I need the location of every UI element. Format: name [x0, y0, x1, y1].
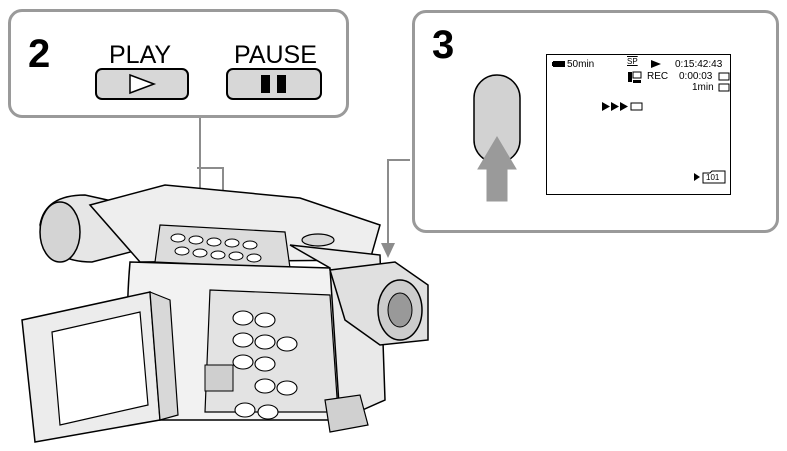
tape-mode: SP: [627, 57, 638, 66]
rec-mode-icon: [628, 71, 642, 83]
play-status-icon: [651, 60, 661, 68]
step-2-number: 2: [28, 32, 51, 76]
pause-label: PAUSE: [234, 41, 317, 69]
press-arrow-icon: [477, 136, 517, 202]
tape-icon-2: [718, 83, 730, 92]
lcd-screen: 50min SP 0:15:42:43 REC 0:00:03 1min: [546, 54, 731, 195]
play-label: PLAY: [109, 41, 172, 69]
battery-remaining: 50min: [567, 59, 595, 70]
pause-button[interactable]: [226, 68, 322, 100]
pause-icon: [261, 75, 286, 93]
step-2-panel: 2 PLAY PAUSE: [8, 9, 349, 118]
camcorder-body: [21, 184, 429, 443]
play-button[interactable]: [95, 68, 189, 100]
folder-number: 101: [706, 173, 720, 182]
press-button-illustration: [473, 74, 521, 202]
play-icon: [129, 73, 157, 95]
rec-time: 0:00:03: [679, 71, 713, 82]
tape-icon: [718, 72, 730, 81]
folder-pointer-icon: [694, 173, 700, 181]
connector-arrowhead: [381, 243, 395, 258]
timecode: 0:15:42:43: [675, 59, 723, 70]
step-3-panel: 3 50min SP 0:15:42:43 REC 0:00:0: [412, 10, 779, 233]
step-3-number: 3: [432, 23, 455, 67]
folder-icon: [702, 170, 726, 184]
fast-forward-icon: [602, 102, 643, 111]
interval: 1min: [692, 82, 714, 93]
rec-label: REC: [647, 71, 669, 82]
battery-icon: [552, 61, 565, 67]
